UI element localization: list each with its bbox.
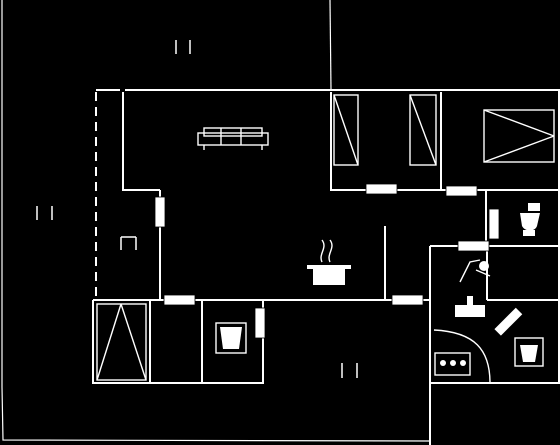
windows [154,183,524,339]
toilet-icon [520,203,540,236]
terrace-markers [36,40,358,378]
window [488,208,500,240]
window [254,307,266,339]
window [365,183,398,195]
stove-pot-icon [307,239,351,285]
stair-icon [96,303,147,381]
washing-machine-icon [514,337,544,367]
sink-icon [455,296,485,317]
terrace-boundary [1,0,431,442]
window [493,306,524,337]
window [391,294,424,306]
shower-icon [459,259,491,283]
window [154,196,166,228]
wardrobe-icon [333,94,555,166]
appliance-icon [215,322,247,354]
terrace-marker [341,363,358,378]
window [445,185,478,197]
sofa-icon [197,127,269,150]
walls [92,89,560,445]
window [163,294,196,306]
window [457,240,490,252]
bath-tub-icon [433,329,491,384]
terrace-marker [36,206,53,220]
terrace-marker [120,236,137,250]
terrace-marker [175,40,191,54]
